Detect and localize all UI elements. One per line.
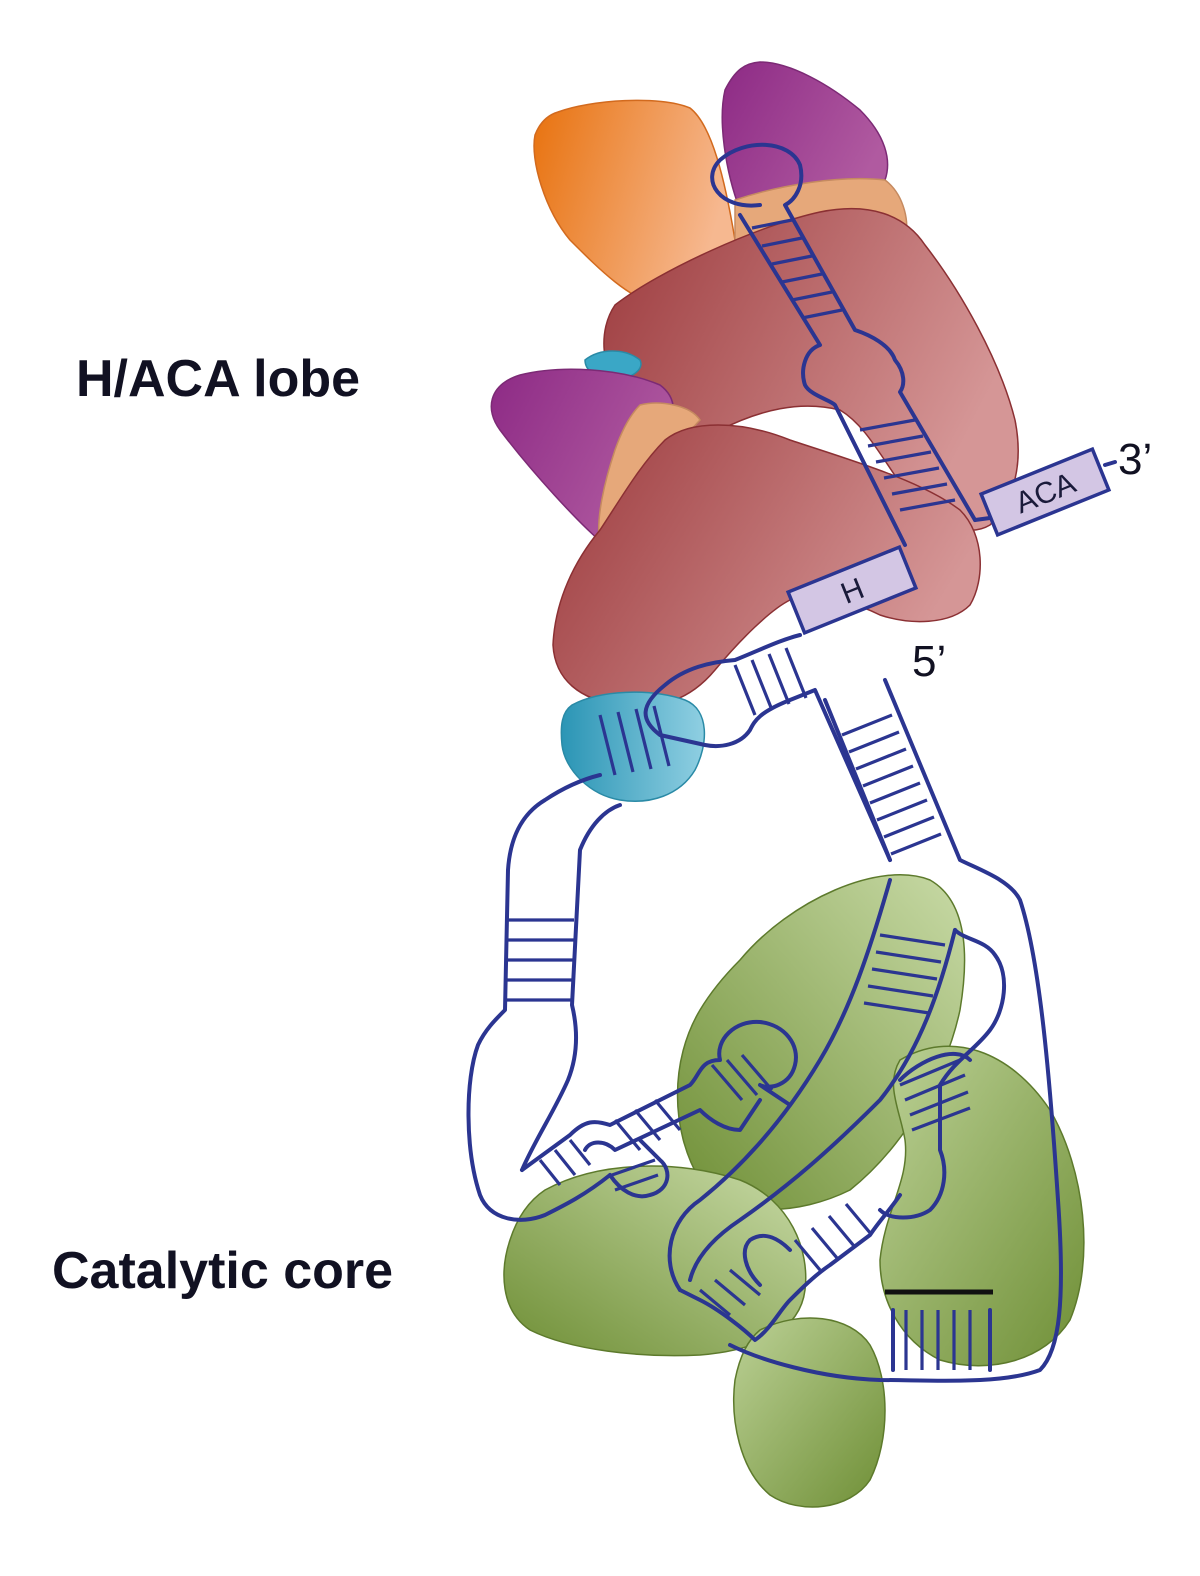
five-prime-strand [728,678,1063,1383]
middle-rungs-2 [611,1158,659,1192]
template-rungs [904,1310,972,1370]
bottom-hairpin [678,1193,902,1342]
lower-lobe-rungs [598,647,808,776]
right-hairpin [878,928,1007,1220]
five-prime-stem-rungs [841,713,942,856]
protein-green-right [879,1045,1085,1367]
rna-haca [598,142,1117,1383]
template-backbone [891,1308,992,1372]
bottom-hairpin-rungs [698,1202,873,1317]
central-stem-rungs [863,933,946,1015]
five-prime-label: 5’ [912,637,946,686]
left-loop-rungs [507,918,574,1002]
catalytic-core-label: Catalytic core [52,1242,393,1300]
core-proteins [503,874,1085,1508]
haca-lobe-label: H/ACA lobe [76,350,360,408]
h-box: H [785,544,919,636]
rna-core [466,773,1007,1372]
lower-hairpin-backbone [643,633,892,862]
left-loop-backbone [466,773,622,1222]
haca-proteins [490,61,1019,802]
central-stem-backbone [667,878,957,1292]
protein-green-bottom [733,1317,886,1508]
aca-linker [973,516,992,522]
strand-left-of-stem [823,698,892,862]
protein-teal-lower [560,691,706,802]
three-prime-label: 3’ [1118,435,1152,484]
middle-rungs-1 [538,1053,774,1186]
upper-stem-rungs [751,218,956,512]
upper-hairpin-backbone [710,142,977,547]
right-hairpin-rungs [899,1058,971,1132]
middle-hairpin-1 [520,1019,798,1172]
protein-green-upper [676,874,966,1211]
three-prime-tail [1103,460,1117,467]
